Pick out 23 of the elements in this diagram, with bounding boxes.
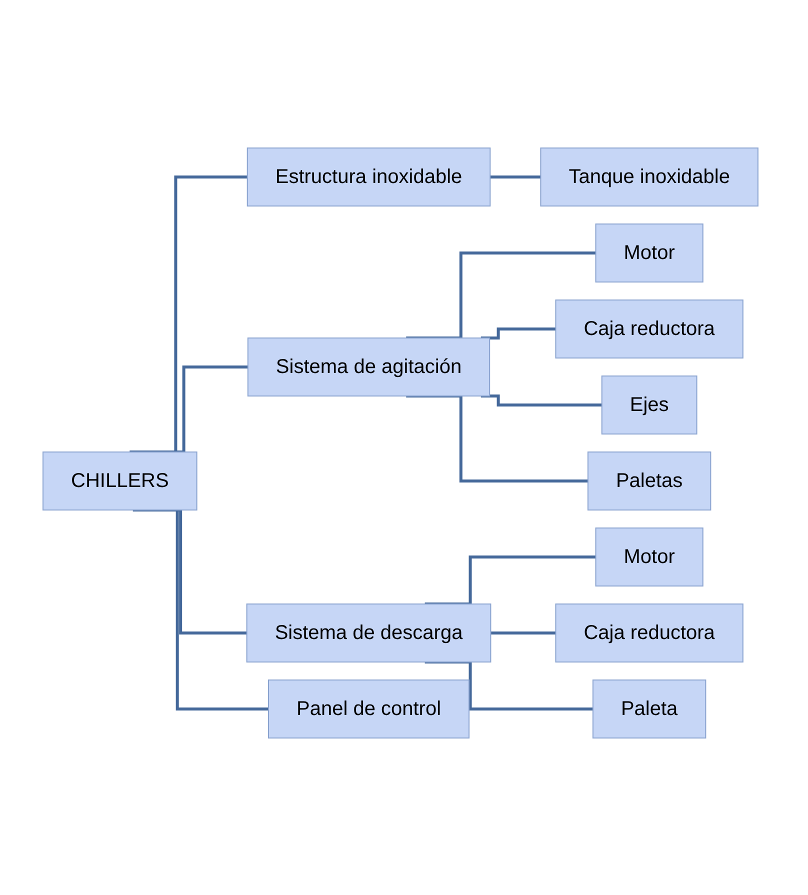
connector xyxy=(480,394,602,406)
connector xyxy=(406,394,588,482)
node-box: CHILLERS xyxy=(42,451,197,510)
connector xyxy=(129,175,247,453)
node-box: Panel de control xyxy=(268,679,470,738)
connector xyxy=(490,631,556,634)
connector xyxy=(424,660,592,710)
connector xyxy=(424,555,596,605)
connector xyxy=(490,175,540,178)
node-box: Sistema de agitación xyxy=(246,337,490,396)
node-box: Paletas xyxy=(586,451,711,510)
node-box: Ejes xyxy=(600,375,697,434)
node-box: Sistema de descarga xyxy=(246,603,491,662)
node-box: Tanque inoxidable xyxy=(540,147,758,206)
connector xyxy=(406,251,596,339)
node-box: Paleta xyxy=(592,679,706,738)
node-box: Caja reductora xyxy=(554,603,743,662)
node-box: Estructura inoxidable xyxy=(246,147,490,206)
node-box: Motor xyxy=(594,223,703,282)
node-box: Caja reductora xyxy=(554,299,743,358)
connector xyxy=(132,508,268,710)
connector xyxy=(480,327,556,339)
node-box: Motor xyxy=(594,527,703,586)
